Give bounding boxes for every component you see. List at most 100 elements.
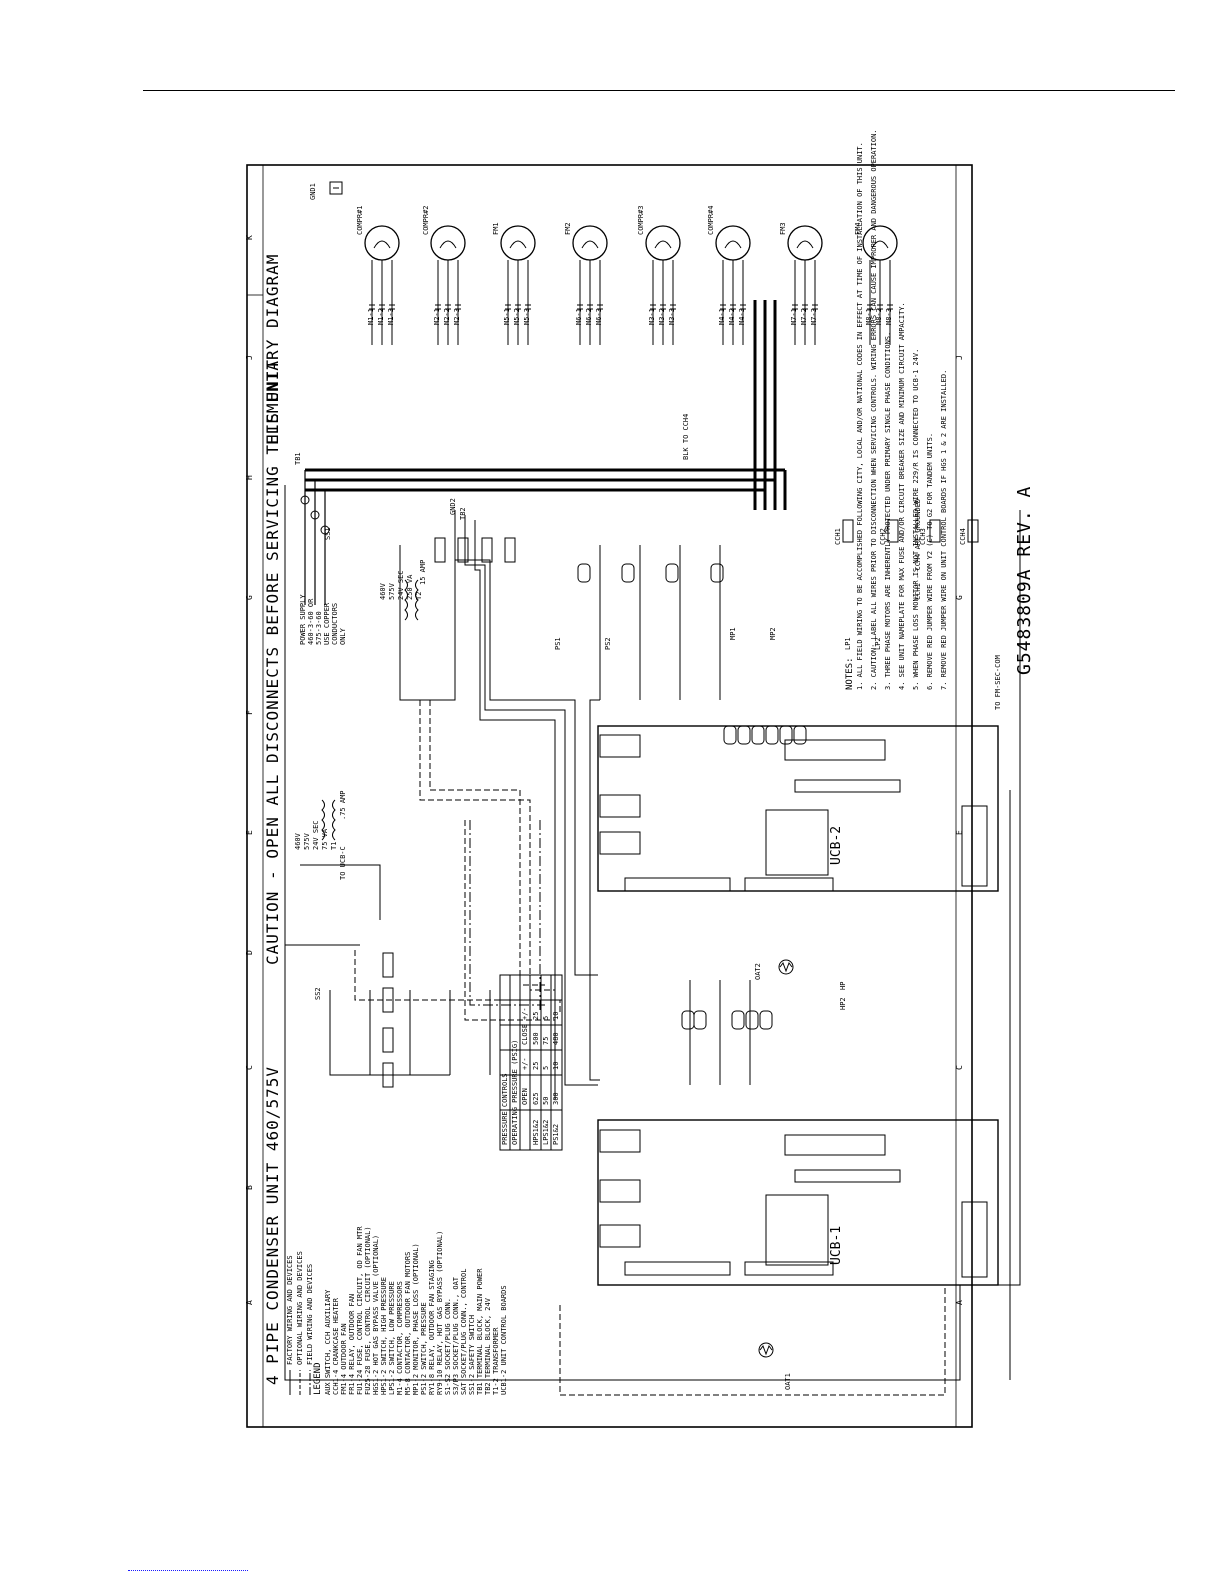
motor-label: FM4 <box>854 222 862 235</box>
fuse <box>382 987 394 1013</box>
svg-text:G: G <box>245 595 254 600</box>
pressure-cell: 50 <box>542 1097 550 1105</box>
fuse <box>382 952 394 978</box>
contactor-label: M2-1 <box>433 308 441 325</box>
t2-label: T2 <box>415 592 423 600</box>
fuse <box>457 537 469 563</box>
pressure-cell: PS1&2 <box>552 1124 560 1145</box>
relay-coil <box>759 1010 773 1030</box>
contactor-label: M2-2 <box>443 308 451 325</box>
t1-label: 75 VA <box>321 828 329 850</box>
legend-item: FU25-28 FUSE, CONTROL CIRCUIT (OPTIONAL) <box>364 1226 372 1395</box>
note-item: 7. REMOVE RED JUMPER WIRE ON UNIT CONTRO… <box>940 370 948 690</box>
contactor-label: M2-3 <box>453 308 461 325</box>
contactor-label: M7-3 <box>810 308 818 325</box>
contactor-label: M1-3 <box>387 308 395 325</box>
pressure-cell: 25 <box>532 1012 540 1020</box>
header-rule <box>143 90 1175 91</box>
misc-label: BLK TO CCH4 <box>682 414 690 460</box>
legend-item: RY9-10 RELAY, HOT GAS BYPASS (OPTIONAL) <box>436 1231 444 1395</box>
svg-text:NOTES:: NOTES: <box>845 657 855 690</box>
relay-coil <box>779 725 793 745</box>
fuse-75amp-label: .75 AMP <box>339 790 347 820</box>
legend-item: S3/P3 SOCKET/PLUG CONN., OAT <box>452 1276 460 1395</box>
legend-item: TB1 TERMINAL BLOCK, MAIN POWER <box>476 1268 484 1395</box>
motor-label: FM3 <box>779 222 787 235</box>
pressure-cell: HPS1&2 <box>532 1120 540 1145</box>
relay-coil <box>710 563 724 583</box>
footer-link-underline <box>128 1570 248 1571</box>
legend-item: M1-4 CONTACTOR, COMPRESSORS <box>396 1281 404 1395</box>
pressure-table-title: PRESSURE CONTROLS <box>501 1073 509 1145</box>
main-power-bus <box>305 300 787 510</box>
t1-label: 460V <box>294 832 302 850</box>
t2-label: 575V <box>388 582 396 600</box>
pressure-table-header: OPERATING PRESSURE (PSIG) <box>511 1040 519 1145</box>
misc-label: OAT1 <box>784 1373 792 1390</box>
misc-label: GND2 <box>449 498 457 515</box>
legend-item: S1-S2 SOCKET/PLUG CONN. <box>444 1298 452 1395</box>
pressure-subheader: CLOSE <box>521 1024 529 1045</box>
svg-text:K: K <box>245 235 254 240</box>
legend-item: FU1-24 FUSE, CONTROL CIRCUIT, OD FAN MTR <box>356 1226 364 1395</box>
legend-line-type: OPTIONAL WIRING AND DEVICES <box>296 1251 304 1365</box>
t2-label: 250 VA <box>406 574 414 600</box>
note-item: 1. ALL FIELD WIRING TO BE ACCOMPLISHED F… <box>856 142 864 690</box>
ucb-2-board: UCB-2 <box>597 725 999 892</box>
legend-item: UCB1-2 UNIT CONTROL BOARDS <box>500 1285 508 1395</box>
legend-item: PS1-2 SWITCH, PRESSURE <box>420 1302 428 1395</box>
pressure-cell: 5 <box>542 1066 550 1070</box>
relay-coil <box>621 563 635 583</box>
svg-text:UCB-1: UCB-1 <box>829 1226 844 1265</box>
contactor-label: M5-2 <box>513 308 521 325</box>
misc-label: PS1 <box>554 637 562 650</box>
misc-label: TB1 <box>294 452 302 465</box>
misc-label: HP2 <box>839 997 847 1010</box>
motor-label: COMPR#3 <box>637 205 645 235</box>
relay-coil <box>745 1010 759 1030</box>
misc-label: SS2 <box>314 987 322 1000</box>
legend-item: FM1-4 OUTDOOR FAN <box>340 1323 348 1395</box>
misc-label: MP1 <box>729 627 737 640</box>
misc-label: TB2 <box>459 507 467 520</box>
note-item: 3. THREE PHASE MOTORS ARE INHERENTLY PRO… <box>884 332 892 690</box>
fuse <box>481 537 493 563</box>
legend-item: HPS1-2 SWITCH, HIGH PRESSURE <box>380 1277 388 1395</box>
legend-line-type: FACTORY WIRING AND DEVICES <box>286 1255 294 1365</box>
legend-item: MP1-2 MONITOR, PHASE LOSS (OPTIONAL) <box>412 1243 420 1395</box>
pressure-cell: 480 <box>552 1032 560 1045</box>
fuse <box>504 537 516 563</box>
contactor-label: M4-3 <box>738 308 746 325</box>
pressure-subheader: OPEN <box>521 1088 529 1105</box>
ground-gnd1: GND1 <box>309 181 343 200</box>
pressure-cell: 75 <box>542 1037 550 1045</box>
misc-label: LP1 <box>844 637 852 650</box>
svg-text:C: C <box>245 1065 254 1070</box>
pressure-cell: 500 <box>532 1032 540 1045</box>
relay-coil <box>751 725 765 745</box>
misc-label: CCH1 - CCH4 ARE GROUNDED <box>914 499 922 600</box>
legend-item: LPS1-2 SWITCH, LOW PRESSURE <box>388 1281 396 1395</box>
contactor-label: M5-1 <box>503 308 511 325</box>
misc-label: PS2 <box>604 637 612 650</box>
svg-text:H: H <box>245 475 254 480</box>
svg-text:J: J <box>955 355 964 360</box>
misc-label: HP <box>839 982 847 990</box>
svg-text:C: C <box>955 1065 964 1070</box>
contactor-label: M5-3 <box>523 308 531 325</box>
contactor-label: M6-2 <box>585 308 593 325</box>
misc-label: CCH3 <box>919 528 927 545</box>
misc-label: CCH4 <box>959 528 967 545</box>
field-wiring <box>469 820 545 1010</box>
note-item: 4. SEE UNIT NAMEPLATE FOR MAX FUSE AND/O… <box>898 302 906 690</box>
